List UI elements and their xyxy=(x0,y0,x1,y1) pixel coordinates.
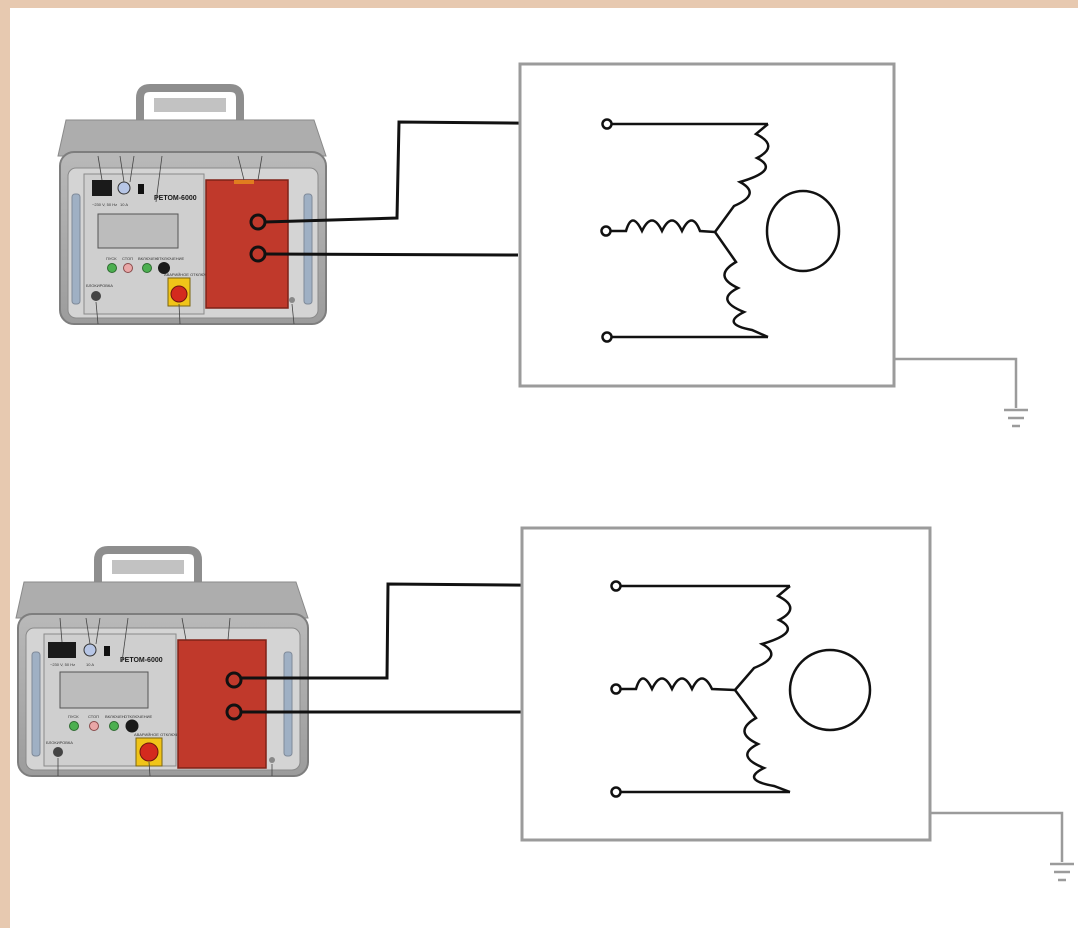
display-window xyxy=(97,213,179,249)
button-label-on: ВКЛЮЧЕН xyxy=(105,714,125,719)
wiring-1 xyxy=(264,120,608,257)
rotor-icon xyxy=(788,648,872,732)
interlock-connector[interactable] xyxy=(91,291,101,301)
stop-button[interactable] xyxy=(123,263,133,273)
callout-lines xyxy=(57,617,273,777)
socket-label: ~230 V, 50 Hz xyxy=(92,202,117,207)
start-button[interactable] xyxy=(107,263,117,273)
wire-1b xyxy=(264,252,519,257)
model-label: РЕТОМ-6000 xyxy=(120,657,163,664)
wire-1a xyxy=(264,120,608,224)
coil-icon xyxy=(606,219,716,234)
ground-post xyxy=(269,757,275,763)
motor-winding-1 xyxy=(600,118,841,343)
terminal-icon xyxy=(601,331,613,343)
rotor-icon xyxy=(765,189,841,273)
carry-handle xyxy=(136,84,244,120)
emergency-stop-button[interactable] xyxy=(170,285,188,303)
on-indicator xyxy=(142,263,152,273)
start-button[interactable] xyxy=(69,721,79,731)
callout-lines xyxy=(95,155,295,325)
emergency-stop-button[interactable] xyxy=(139,742,159,762)
emergency-stop-label: АВАРИЙНОЕ ОТКЛЮЧЕНИЕ xyxy=(164,272,219,277)
ground-icon xyxy=(894,357,1028,428)
device-lid xyxy=(57,119,327,157)
motor-frame-1 xyxy=(518,62,896,388)
coil-icon xyxy=(713,231,769,339)
fuse-icon xyxy=(83,643,97,657)
stop-button[interactable] xyxy=(89,721,99,731)
on-indicator xyxy=(109,721,119,731)
socket-label: ~230 V, 50 Hz xyxy=(50,662,75,667)
button-label-start: ПУСК xyxy=(106,256,117,261)
ground-post xyxy=(289,297,295,303)
usb-port xyxy=(104,646,110,656)
coil-icon xyxy=(734,689,791,794)
power-socket xyxy=(92,180,112,196)
coil-icon xyxy=(713,123,770,233)
connector-label: БЛОКИРОВКА xyxy=(46,740,73,745)
carry-handle xyxy=(94,546,202,582)
connector-label: БЛОКИРОВКА xyxy=(86,283,113,288)
wire-2a xyxy=(241,582,617,680)
test-device-1: ~230 V, 50 Hz 10 A РЕТОМ-6000 ПУСК СТОП … xyxy=(57,84,327,325)
fuse-label: 10 A xyxy=(120,202,128,207)
power-socket xyxy=(48,642,76,658)
terminal-icon xyxy=(600,225,612,237)
motor-winding-2 xyxy=(610,580,872,798)
coil-icon xyxy=(616,677,736,692)
device-lid xyxy=(15,581,309,619)
output-panel xyxy=(205,179,289,309)
off-knob[interactable] xyxy=(125,719,139,733)
model-label: РЕТОМ-6000 xyxy=(154,195,197,202)
usb-port xyxy=(138,184,144,194)
terminal-icon xyxy=(610,580,622,592)
fuse-icon xyxy=(117,181,131,195)
diagram-canvas: ~230 V, 50 Hz 10 A РЕТОМ-6000 ПУСК СТОП … xyxy=(10,8,1078,928)
button-label-start: ПУСК xyxy=(68,714,79,719)
button-label-off: ОТКЛЮЧЕНИЕ xyxy=(124,714,153,719)
motor-frame-2 xyxy=(520,526,932,842)
output-panel xyxy=(177,639,267,769)
terminal-icon xyxy=(601,118,613,130)
emergency-stop-label: АВАРИЙНОЕ ОТКЛЮЧЕНИЕ xyxy=(134,732,189,737)
test-device-2: ~230 V, 50 Hz 10 A РЕТОМ-6000 ПУСК СТОП … xyxy=(15,546,309,777)
interlock-connector[interactable] xyxy=(53,747,63,757)
button-label-stop: СТОП xyxy=(88,714,99,719)
terminal-icon xyxy=(610,786,622,798)
ground-icon xyxy=(930,811,1074,882)
button-label-stop: СТОП xyxy=(122,256,133,261)
output-terminal-1[interactable] xyxy=(225,671,243,689)
terminal-icon xyxy=(610,683,622,695)
display-window xyxy=(59,671,149,709)
coil-icon xyxy=(734,585,792,691)
button-label-off: ОТКЛЮЧЕНИЕ xyxy=(156,256,185,261)
off-knob[interactable] xyxy=(158,262,170,274)
button-label-on: ВКЛЮЧЕН xyxy=(138,256,158,261)
fuse-label: 10 A xyxy=(86,662,94,667)
